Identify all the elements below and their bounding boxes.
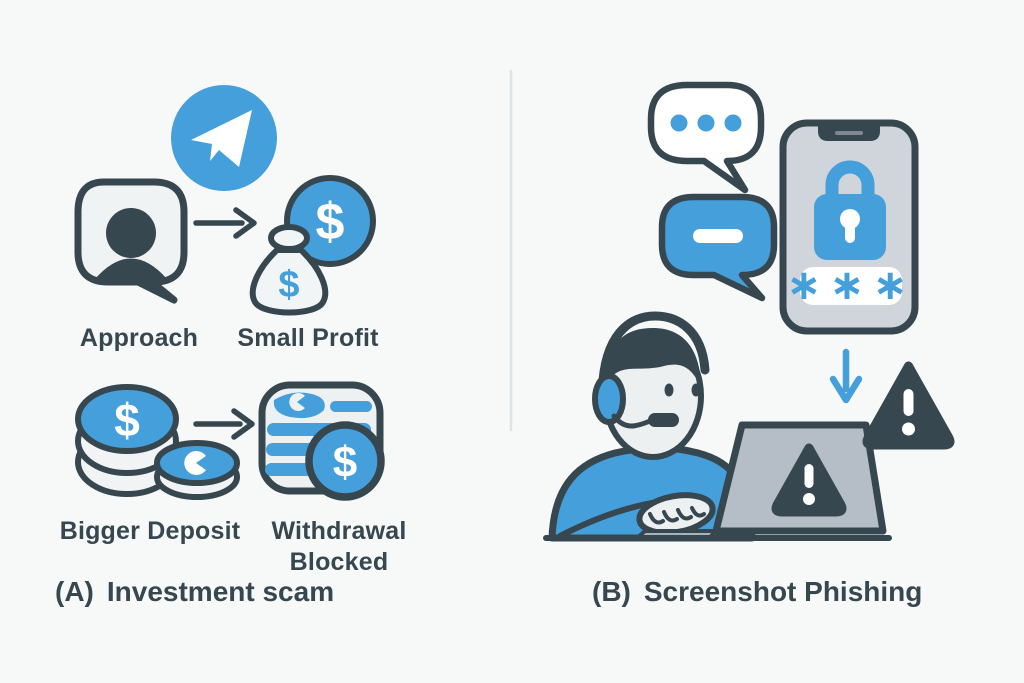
- dollar-sign: $: [114, 394, 140, 446]
- agent-hand: [557, 492, 721, 540]
- caption-a-text: Investment scam: [106, 576, 335, 607]
- laptop-icon: [712, 421, 887, 535]
- dollar-sign: $: [316, 193, 345, 251]
- money-bag-icon: $: [249, 224, 329, 316]
- caption-a-prefix: (A): [55, 576, 94, 607]
- lock-icon: [814, 160, 886, 260]
- phone-lock-icon: ∗∗∗: [779, 119, 919, 335]
- hair: [605, 328, 701, 392]
- bigger-deposit-icon: $: [75, 384, 240, 500]
- withdrawal-blocked-icon: $: [258, 381, 385, 501]
- caption-b-text: Screenshot Phishing: [643, 576, 923, 607]
- small-profit-icon: $ $: [249, 175, 376, 316]
- user-avatar-icon: [74, 178, 188, 304]
- headset-icon: [592, 311, 710, 429]
- caption-b-prefix: (B): [592, 576, 631, 607]
- arrow-down-icon: [829, 348, 863, 404]
- label-approach: Approach: [79, 324, 199, 352]
- screen-warning-triangle-icon: [771, 443, 847, 517]
- telegram-icon: [171, 85, 277, 191]
- dollar-sign: $: [278, 264, 299, 306]
- caption-investment-scam: (A) Investment scam: [55, 575, 334, 608]
- label-small-profit: Small Profit: [237, 324, 379, 352]
- chat-bubble-dash-icon: [658, 193, 778, 302]
- warning-triangle-icon: [862, 361, 955, 450]
- password-mask: ∗∗∗: [786, 260, 916, 309]
- eye: [664, 383, 674, 397]
- label-bigger-deposit: Bigger Deposit: [59, 517, 241, 545]
- arrow-right-icon-1: [193, 207, 257, 239]
- dollar-sign: $: [333, 438, 357, 487]
- arrow-right-icon-2: [193, 408, 255, 440]
- eye: [691, 383, 701, 397]
- caption-screenshot-phishing: (B) Screenshot Phishing: [592, 575, 922, 608]
- password-field: ∗∗∗: [786, 260, 916, 309]
- label-withdrawal-blocked: Withdrawal Blocked: [271, 517, 407, 576]
- chat-bubble-dots-icon: [647, 81, 765, 194]
